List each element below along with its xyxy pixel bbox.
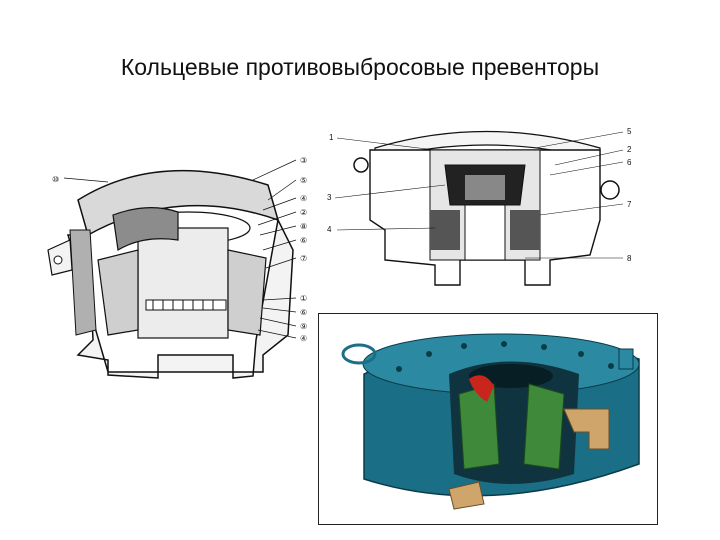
callout-label: ③	[300, 156, 307, 165]
piston-right	[227, 249, 267, 336]
callout-label: 7	[627, 200, 632, 209]
ear-hole	[53, 255, 63, 265]
callout-label: 5	[627, 127, 632, 136]
callout-label: ⑤	[300, 176, 307, 185]
callout-label: ⑦	[300, 254, 307, 263]
cutaway-drawing-svg: ⑩ ③ ⑤ ④ ② ⑧ ⑥ ⑦ ① ⑥ ⑨ ④	[47, 156, 307, 379]
bolt-holes	[396, 341, 614, 372]
callout-label: 4	[327, 225, 332, 234]
callout-label: 2	[627, 145, 632, 154]
left-callout-labels: ⑩ ③ ⑤ ④ ② ⑧ ⑥ ⑦ ① ⑥ ⑨ ④	[52, 156, 307, 343]
cutaway-render-svg	[319, 314, 657, 524]
callout-label: ②	[300, 208, 307, 217]
body	[66, 217, 294, 379]
piston-green	[523, 383, 565, 470]
packing-unit-green	[458, 383, 500, 470]
callout-label: ⑩	[52, 175, 59, 184]
callout-label: ⑥	[300, 308, 307, 317]
seal-profile-right	[563, 408, 610, 450]
callout-lines	[63, 159, 297, 339]
callout-label: ④	[300, 194, 307, 203]
callout-label: 8	[627, 254, 632, 263]
lifting-eye-left	[353, 157, 369, 173]
preventer-section-drawing: 1 5 2 6 3 7 4 8	[325, 120, 643, 300]
annular-preventer-cutaway-drawing: ⑩ ③ ⑤ ④ ② ⑧ ⑥ ⑦ ① ⑥ ⑨ ④	[38, 140, 320, 390]
packing-element	[112, 207, 179, 251]
lifting-eye-right	[600, 180, 620, 200]
callout-label: ①	[300, 294, 307, 303]
callout-lines	[334, 131, 624, 259]
side-ear	[618, 348, 634, 370]
bore	[137, 227, 229, 339]
piston-right	[510, 210, 540, 250]
slide-title: Кольцевые противовыбросовые превенторы	[120, 54, 600, 80]
bottom-ring	[145, 299, 227, 311]
ring-teeth	[152, 300, 214, 310]
right-callout-labels: 1 5 2 6 3 7 4 8	[327, 127, 632, 263]
lifting-ring	[341, 343, 377, 365]
callout-label: ④	[300, 334, 307, 343]
callout-label: 1	[329, 133, 334, 142]
section-drawing-svg: 1 5 2 6 3 7 4 8	[327, 127, 632, 286]
callout-label: ⑥	[300, 236, 307, 245]
seal-bottom	[448, 481, 485, 510]
callout-label: ⑨	[300, 322, 307, 331]
callout-label: ⑧	[300, 222, 307, 231]
callout-label: 6	[627, 158, 632, 167]
left-wall-section	[69, 229, 97, 336]
piston-left	[430, 210, 460, 250]
red-seal	[469, 375, 494, 402]
packing-insert	[465, 175, 505, 200]
preventer-3d-cutaway-image	[318, 313, 658, 525]
piston	[97, 249, 139, 336]
bore	[464, 204, 506, 261]
callout-label: 3	[327, 193, 332, 202]
